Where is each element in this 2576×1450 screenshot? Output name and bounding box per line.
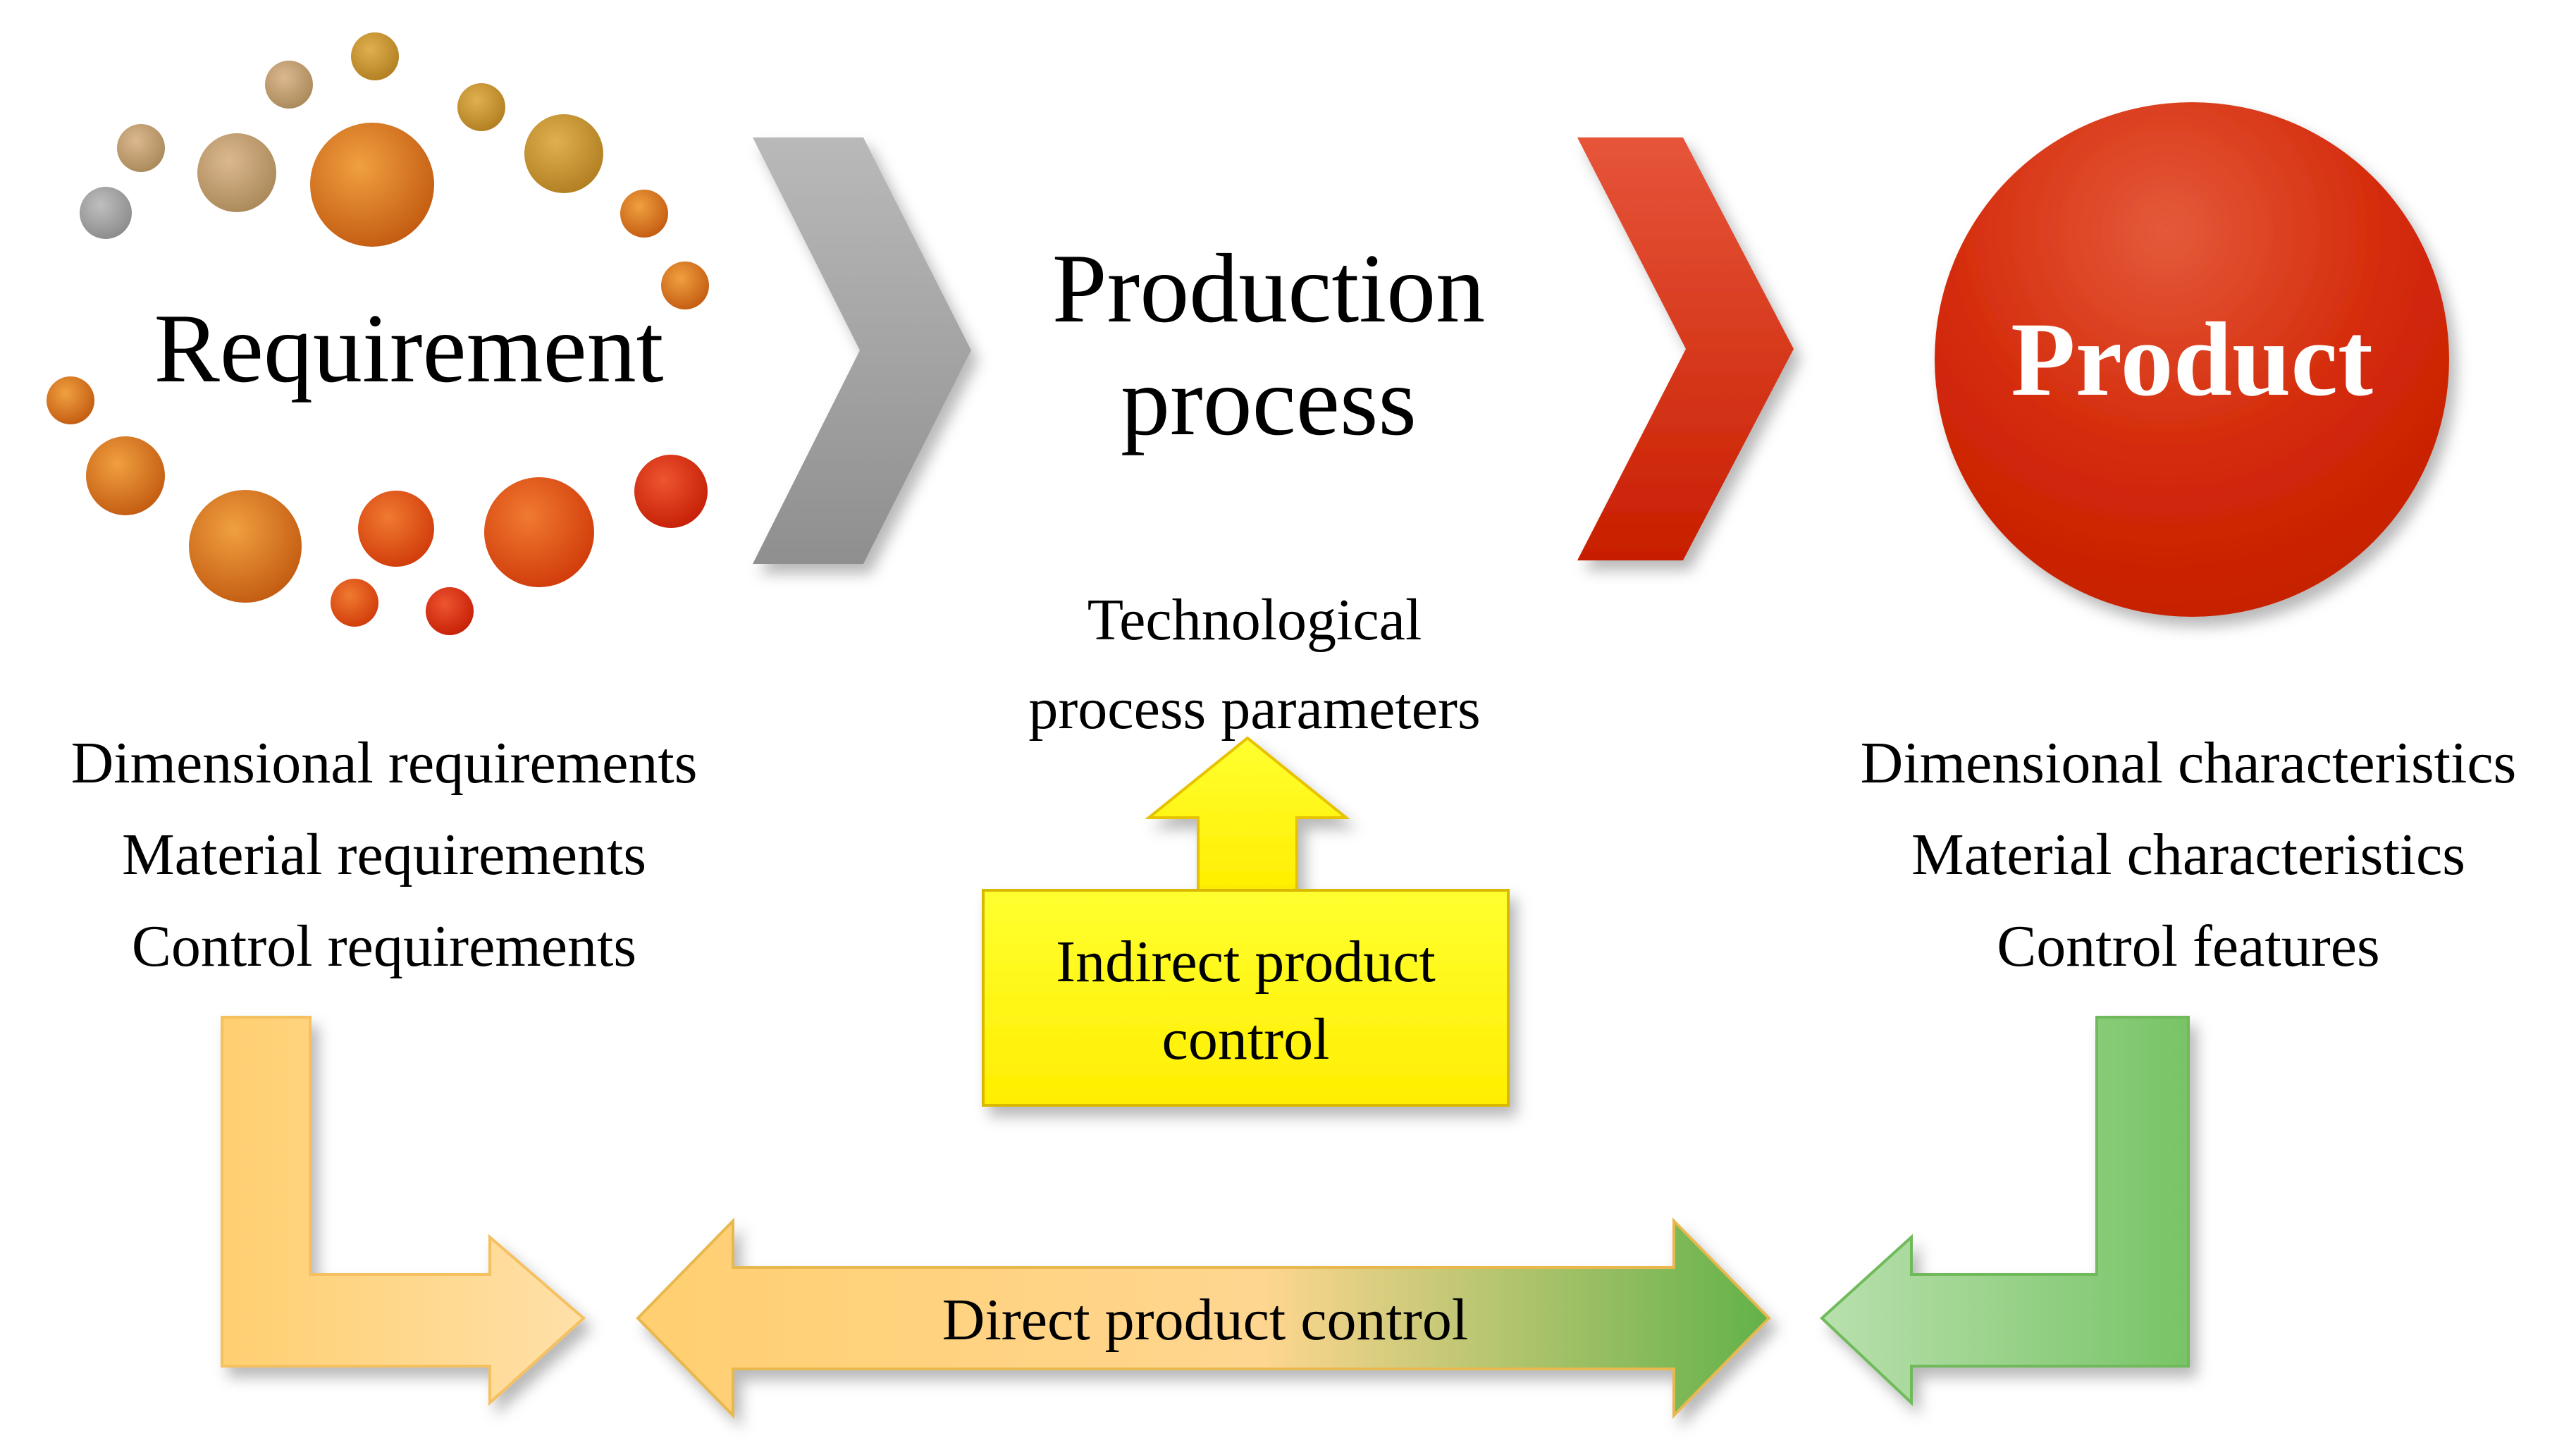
dot — [634, 455, 708, 528]
direct-control-label: Direct product control — [942, 1287, 1469, 1353]
dot — [524, 114, 603, 193]
right-elbow-arrow — [1820, 1016, 2190, 1406]
product-circle — [1935, 102, 2449, 617]
dot — [484, 477, 594, 587]
red-chevron-arrow — [1577, 137, 1794, 560]
dot — [620, 190, 668, 238]
dot — [86, 436, 165, 515]
dot — [457, 83, 505, 131]
product-item-material: Material characteristics — [1911, 822, 2465, 887]
dot — [310, 123, 434, 247]
dot — [189, 490, 302, 603]
indirect-control-line1: Indirect product — [1056, 929, 1436, 995]
process-param-line1: Technological — [1087, 587, 1422, 653]
gray-chevron-arrow — [753, 137, 971, 564]
indirect-control-box — [982, 889, 1510, 1107]
direct-control-double-arrow — [636, 1217, 1771, 1419]
dot — [351, 32, 399, 80]
product-item-dimensional: Dimensional characteristics — [1860, 730, 2517, 796]
production-title-line1: Production — [1052, 234, 1486, 343]
up-arrow — [1145, 736, 1350, 893]
requirement-title: Requirement — [154, 294, 664, 403]
dot — [117, 124, 165, 172]
requirement-dot-ring — [47, 32, 709, 635]
dot — [358, 491, 434, 567]
left-elbow-arrow — [221, 1016, 586, 1406]
dot — [80, 187, 132, 239]
dot — [265, 61, 313, 109]
product-title: Product — [2011, 301, 2373, 418]
dot — [47, 376, 94, 424]
production-title-line2: process — [1121, 347, 1417, 456]
dot — [331, 579, 378, 627]
dot — [197, 133, 276, 212]
dot — [661, 262, 709, 309]
process-param-line2: process parameters — [1028, 676, 1481, 742]
dot — [426, 587, 474, 635]
indirect-control-line2: control — [1161, 1007, 1330, 1072]
requirement-item-dimensional: Dimensional requirements — [70, 730, 698, 796]
product-item-control: Control features — [1997, 914, 2380, 979]
requirement-item-control: Control requirements — [131, 914, 637, 979]
requirement-item-material: Material requirements — [121, 822, 647, 887]
